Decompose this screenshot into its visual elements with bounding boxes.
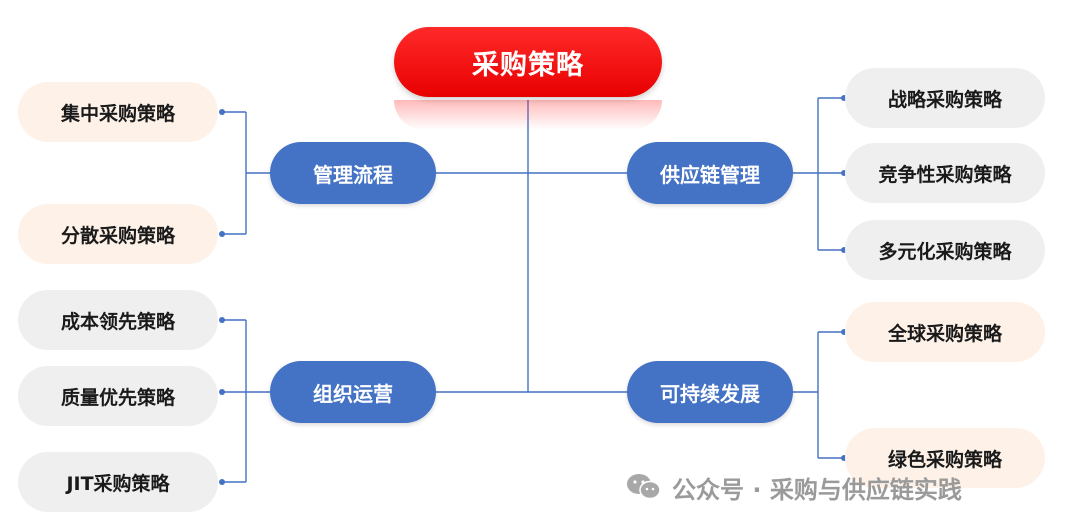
leaf-node: JIT采购策略 xyxy=(18,452,218,512)
branch-node-management: 管理流程 xyxy=(270,142,436,204)
leaf-node: 竞争性采购策略 xyxy=(845,143,1045,203)
branch-node-supply-chain: 供应链管理 xyxy=(627,142,793,204)
watermark-text: 公众号 · 采购与供应链实践 xyxy=(672,475,962,504)
wechat-icon xyxy=(627,474,661,500)
leaf-node: 战略采购策略 xyxy=(845,68,1045,128)
leaf-node: 成本领先策略 xyxy=(18,290,218,350)
leaf-node: 集中采购策略 xyxy=(18,82,218,142)
root-node-reflection xyxy=(394,100,662,130)
branch-node-organization: 组织运营 xyxy=(270,361,436,423)
watermark: 公众号 · 采购与供应链实践 xyxy=(626,470,962,504)
leaf-node: 多元化采购策略 xyxy=(845,220,1045,280)
leaf-node: 绿色采购策略 xyxy=(845,428,1045,488)
branch-node-sustainability: 可持续发展 xyxy=(627,361,793,423)
leaf-node: 全球采购策略 xyxy=(845,302,1045,362)
root-node: 采购策略 xyxy=(394,27,662,97)
leaf-node: 质量优先策略 xyxy=(18,366,218,426)
leaf-node: 分散采购策略 xyxy=(18,204,218,264)
